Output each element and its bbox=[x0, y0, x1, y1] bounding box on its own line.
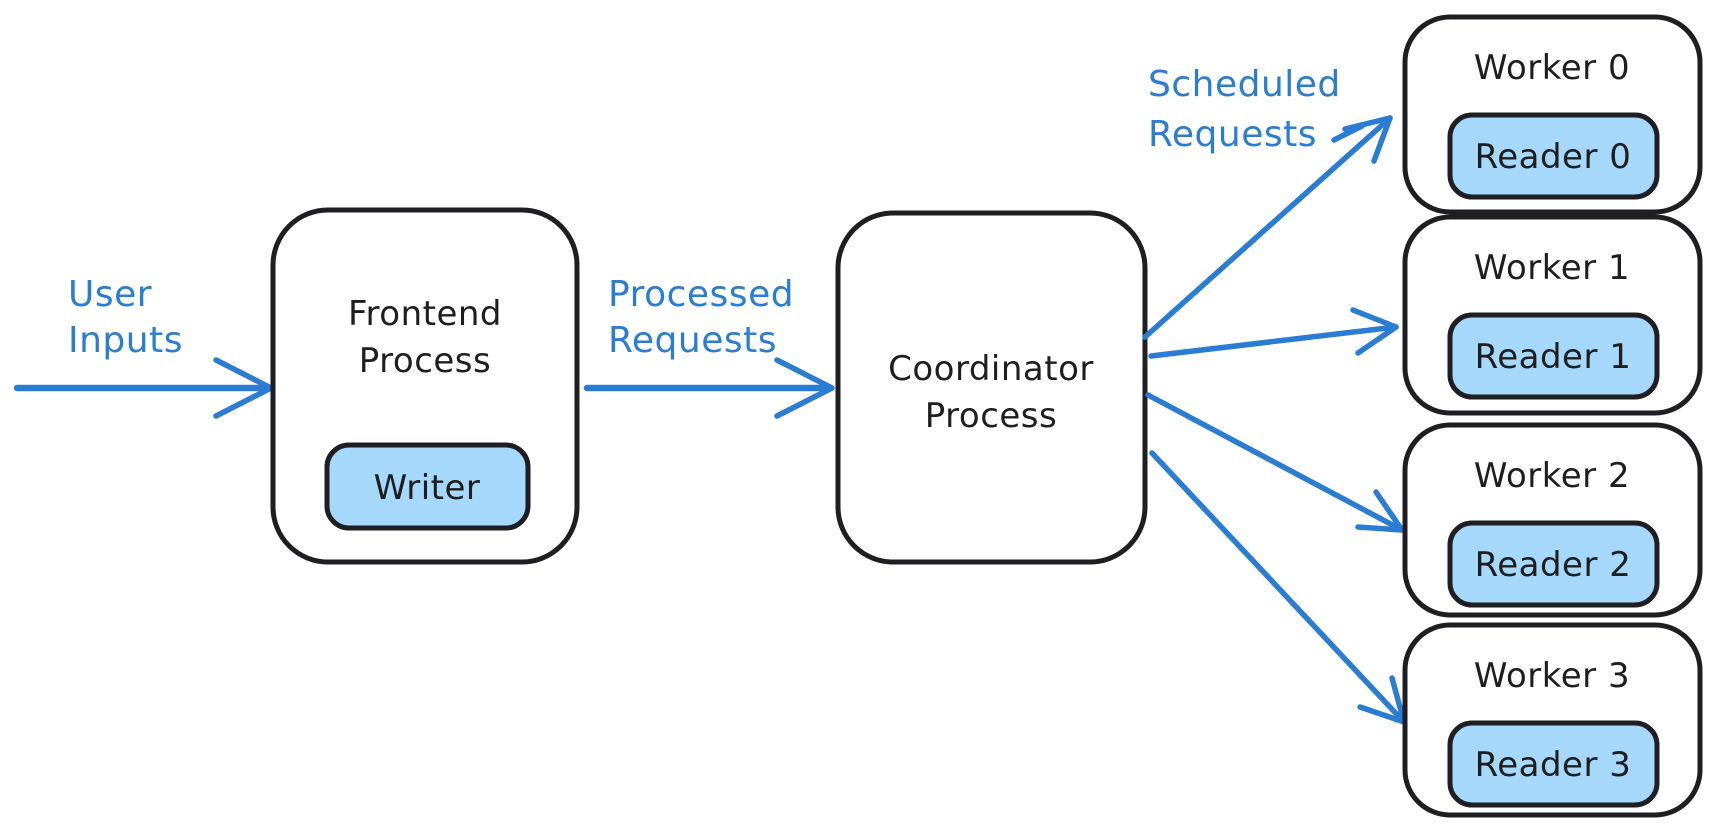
coordinator-process-title-line-1: Coordinator bbox=[888, 349, 1094, 389]
user-inputs-label: User Inputs bbox=[68, 274, 183, 361]
writer-label: Writer bbox=[374, 468, 481, 508]
reader-1-box bbox=[1447, 312, 1660, 400]
coordinator-process-node: Coordinator Process bbox=[835, 210, 1148, 565]
user-inputs-label-line-1: User bbox=[68, 274, 152, 315]
scheduled-arrow-worker-2 bbox=[1145, 392, 1405, 533]
worker-1-title: Worker 1 bbox=[1474, 248, 1630, 288]
worker-2-node: Worker 2 Reader 2 bbox=[1402, 422, 1703, 618]
user-inputs-arrow bbox=[13, 357, 274, 419]
scheduled-requests-label: Scheduled Requests bbox=[1148, 64, 1365, 155]
writer-box bbox=[324, 442, 531, 531]
worker-0-title: Worker 0 bbox=[1474, 48, 1630, 88]
coordinator-process-box bbox=[835, 210, 1148, 565]
scheduled-requests-label-line-1: Scheduled bbox=[1148, 64, 1341, 105]
frontend-process-node: Frontend Process Writer bbox=[270, 207, 580, 565]
scheduled-arrow-worker-1 bbox=[1148, 307, 1399, 359]
scheduled-arrow-worker-0 bbox=[1142, 115, 1393, 340]
worker-1-node: Worker 1 Reader 1 bbox=[1402, 214, 1703, 416]
worker-3-title: Worker 3 bbox=[1474, 656, 1630, 696]
reader-3-box bbox=[1447, 720, 1660, 808]
coordinator-process-title-line-2: Process bbox=[925, 396, 1057, 436]
reader-1-label: Reader 1 bbox=[1475, 337, 1632, 377]
frontend-process-title-line-2: Process bbox=[359, 341, 491, 381]
worker-3-node: Worker 3 Reader 3 bbox=[1402, 622, 1703, 818]
worker-0-node: Worker 0 Reader 0 bbox=[1402, 14, 1703, 215]
scheduled-arrow-worker-3 bbox=[1149, 450, 1407, 725]
reader-2-label: Reader 2 bbox=[1475, 545, 1632, 585]
reader-0-label: Reader 0 bbox=[1475, 137, 1632, 177]
processed-requests-arrow bbox=[583, 357, 835, 419]
frontend-process-title-line-1: Frontend bbox=[348, 294, 502, 334]
reader-3-label: Reader 3 bbox=[1475, 745, 1632, 785]
processed-requests-label: Processed Requests bbox=[608, 274, 794, 361]
worker-2-title: Worker 2 bbox=[1474, 456, 1630, 496]
reader-0-box bbox=[1447, 112, 1660, 200]
reader-2-box bbox=[1447, 520, 1660, 608]
processed-requests-label-line-2: Requests bbox=[608, 320, 777, 361]
user-inputs-label-line-2: Inputs bbox=[68, 320, 183, 361]
scheduled-requests-label-line-2: Requests bbox=[1148, 114, 1317, 155]
processed-requests-label-line-1: Processed bbox=[608, 274, 794, 315]
